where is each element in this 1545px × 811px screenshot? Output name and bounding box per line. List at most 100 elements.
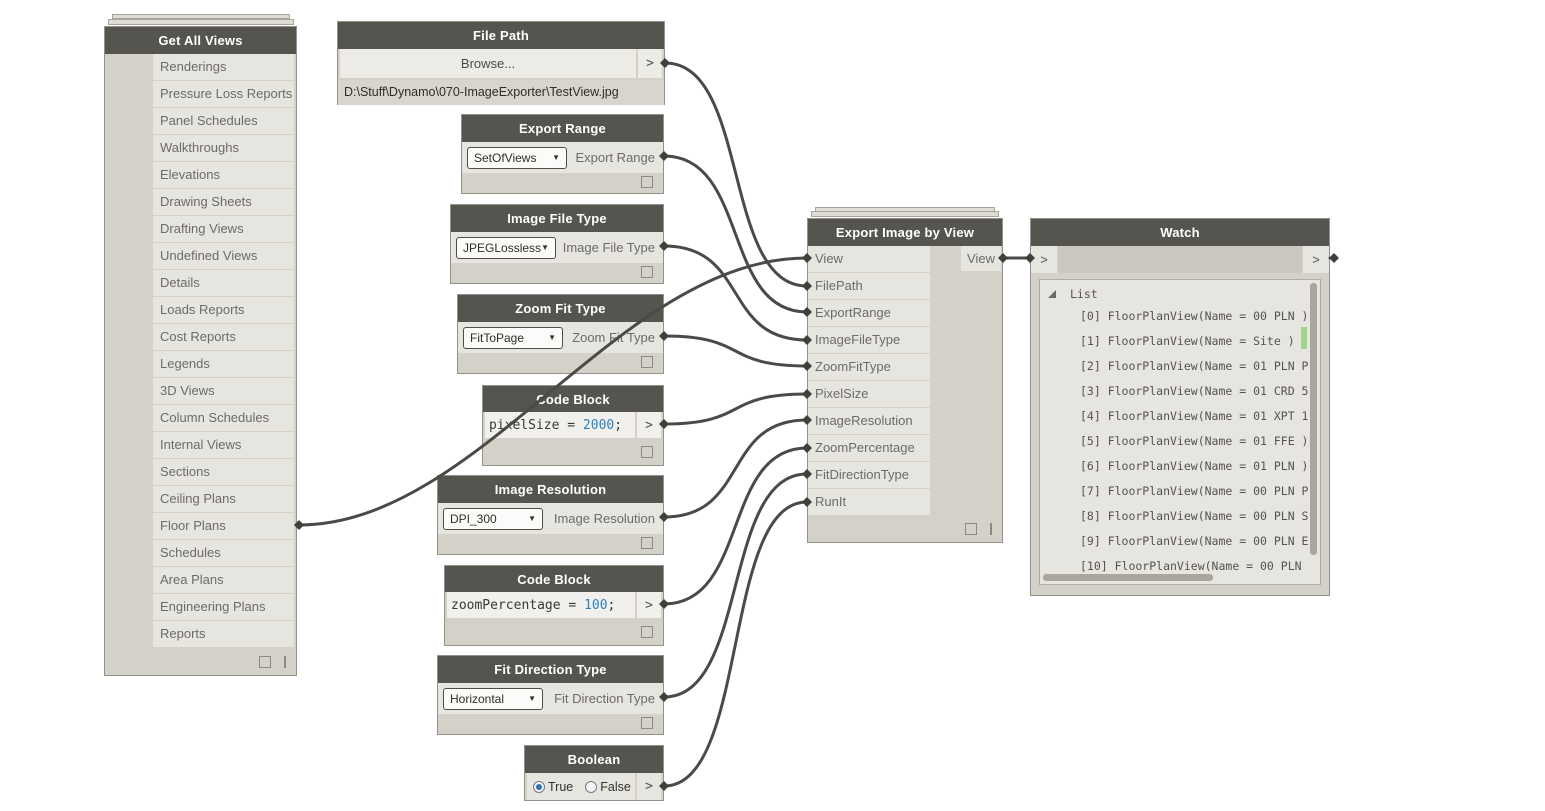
output-port-floor-plans[interactable]: Floor Plans xyxy=(153,513,294,540)
output-port-legends[interactable]: Legends xyxy=(153,351,294,378)
output-port-label[interactable]: Image Resolution xyxy=(553,511,655,526)
input-port-runit[interactable]: RunIt xyxy=(808,489,930,516)
resize-grip-icon[interactable] xyxy=(990,522,992,535)
output-port-ceiling-plans[interactable]: Ceiling Plans xyxy=(153,486,294,513)
output-port-drafting-views[interactable]: Drafting Views xyxy=(153,216,294,243)
preview-toggle-icon[interactable] xyxy=(641,446,653,458)
output-port-reports[interactable]: Reports xyxy=(153,621,294,648)
output-port-column-schedules[interactable]: Column Schedules xyxy=(153,405,294,432)
vertical-scrollbar[interactable] xyxy=(1310,283,1317,555)
output-port-engineering-plans[interactable]: Engineering Plans xyxy=(153,594,294,621)
image-file-type-dropdown[interactable]: JPEGLossless ▼ xyxy=(456,236,556,259)
node-title-bar[interactable]: File Path xyxy=(338,22,664,49)
list-highlight-marker xyxy=(1301,327,1307,349)
input-port-zoomfittype[interactable]: ZoomFitType xyxy=(808,354,930,381)
wire-imageresolution[interactable] xyxy=(659,415,812,522)
node-file-path: File Path Browse... > D:\Stuff\Dynamo\07… xyxy=(337,21,665,105)
browse-button[interactable]: Browse... xyxy=(340,49,636,78)
preview-toggle-icon[interactable] xyxy=(259,655,271,668)
output-port-elevations[interactable]: Elevations xyxy=(153,162,294,189)
file-path-value: D:\Stuff\Dynamo\070-ImageExporter\TestVi… xyxy=(338,80,664,105)
wire-exportrange[interactable] xyxy=(659,151,812,317)
wire-filepath[interactable] xyxy=(660,58,812,291)
resize-grip-icon[interactable] xyxy=(284,655,286,668)
input-port-filepath[interactable]: FilePath xyxy=(808,273,930,300)
preview-toggle-icon[interactable] xyxy=(965,522,977,535)
wire-runit[interactable] xyxy=(659,497,812,791)
node-title-bar[interactable]: Watch xyxy=(1031,219,1329,246)
node-boolean: Boolean True False > xyxy=(524,745,664,801)
input-port[interactable]: > xyxy=(1031,246,1057,273)
node-image-resolution: Image Resolution DPI_300 ▼ Image Resolut… xyxy=(437,475,664,555)
node-title-bar[interactable]: Code Block xyxy=(445,566,663,592)
node-title-bar[interactable]: Fit Direction Type xyxy=(438,656,663,683)
input-port-pixelsize[interactable]: PixelSize xyxy=(808,381,930,408)
node-title-bar[interactable]: Export Range xyxy=(462,115,663,142)
output-port[interactable]: > xyxy=(637,773,661,800)
output-port-view[interactable]: View xyxy=(961,246,1001,272)
preview-toggle-icon[interactable] xyxy=(641,626,653,638)
node-title: Fit Direction Type xyxy=(494,662,607,677)
input-port-zoompercentage[interactable]: ZoomPercentage xyxy=(808,435,930,462)
preview-toggle-icon[interactable] xyxy=(641,717,653,729)
wire-pixelsize[interactable] xyxy=(659,389,812,429)
preview-toggle-icon[interactable] xyxy=(641,176,653,188)
output-port[interactable]: > xyxy=(637,592,661,618)
watch-list-item: [8] FloorPlanView(Name = 00 PLN S xyxy=(1080,509,1309,523)
export-range-dropdown[interactable]: SetOfViews ▼ xyxy=(467,146,567,169)
image-resolution-dropdown[interactable]: DPI_300 ▼ xyxy=(443,507,543,530)
zoom-fit-type-dropdown[interactable]: FitToPage ▼ xyxy=(463,326,563,349)
output-port-drawing-sheets[interactable]: Drawing Sheets xyxy=(153,189,294,216)
watch-list-item: [9] FloorPlanView(Name = 00 PLN E xyxy=(1080,534,1309,548)
input-port-imagefiletype[interactable]: ImageFileType xyxy=(808,327,930,354)
wire-fitdirectiontype[interactable] xyxy=(659,469,812,702)
output-port-schedules[interactable]: Schedules xyxy=(153,540,294,567)
output-port-loads-reports[interactable]: Loads Reports xyxy=(153,297,294,324)
output-port-panel-schedules[interactable]: Panel Schedules xyxy=(153,108,294,135)
output-port[interactable]: > xyxy=(638,49,662,78)
input-port-fitdirectiontype[interactable]: FitDirectionType xyxy=(808,462,930,489)
node-title-bar[interactable]: Image File Type xyxy=(451,205,663,232)
radio-true[interactable]: True xyxy=(533,780,573,794)
expander-triangle-icon[interactable] xyxy=(1048,289,1056,298)
output-port-sections[interactable]: Sections xyxy=(153,459,294,486)
wire-zoomfittype[interactable] xyxy=(659,331,812,371)
dropdown-selected-value: JPEGLossless xyxy=(463,240,542,255)
output-port-label[interactable]: Fit Direction Type xyxy=(554,691,655,706)
output-port-pressure-loss-reports[interactable]: Pressure Loss Reports xyxy=(153,81,294,108)
output-port-label[interactable]: Export Range xyxy=(575,150,656,165)
output-port[interactable]: > xyxy=(1303,246,1329,273)
horizontal-scrollbar[interactable] xyxy=(1043,574,1213,581)
chevron-down-icon: ▼ xyxy=(548,333,556,342)
output-port[interactable]: > xyxy=(637,412,661,438)
output-port-cost-reports[interactable]: Cost Reports xyxy=(153,324,294,351)
input-port-imageresolution[interactable]: ImageResolution xyxy=(808,408,930,435)
preview-toggle-icon[interactable] xyxy=(641,356,653,368)
node-title-bar[interactable]: Boolean xyxy=(525,746,663,773)
preview-toggle-icon[interactable] xyxy=(641,266,653,278)
node-title-bar[interactable]: Export Image by View xyxy=(808,219,1002,246)
output-port-renderings[interactable]: Renderings xyxy=(153,54,294,81)
node-title-bar[interactable]: Image Resolution xyxy=(438,476,663,503)
output-port-area-plans[interactable]: Area Plans xyxy=(153,567,294,594)
node-title-bar[interactable]: Zoom Fit Type xyxy=(458,295,663,322)
node-title: Zoom Fit Type xyxy=(515,301,606,316)
output-port-label[interactable]: Image File Type xyxy=(562,240,655,255)
output-port-3d-views[interactable]: 3D Views xyxy=(153,378,294,405)
node-title-bar[interactable]: Get All Views xyxy=(105,27,296,54)
output-port-undefined-views[interactable]: Undefined Views xyxy=(153,243,294,270)
output-port-walkthroughs[interactable]: Walkthroughs xyxy=(153,135,294,162)
node-zoom-fit-type: Zoom Fit Type FitToPage ▼ Zoom Fit Type xyxy=(457,294,664,374)
preview-toggle-icon[interactable] xyxy=(641,537,653,549)
node-watch: Watch > > List [0] FloorPlanView(Name = … xyxy=(1030,218,1330,596)
fit-direction-type-dropdown[interactable]: Horizontal ▼ xyxy=(443,687,543,710)
input-port-exportrange[interactable]: ExportRange xyxy=(808,300,930,327)
output-port-internal-views[interactable]: Internal Views xyxy=(153,432,294,459)
input-port-view[interactable]: View xyxy=(808,246,930,273)
output-port-details[interactable]: Details xyxy=(153,270,294,297)
radio-false[interactable]: False xyxy=(585,780,631,794)
code-block-editor[interactable]: zoomPercentage = 100; xyxy=(447,592,635,618)
node-title-bar[interactable]: Code Block xyxy=(483,386,663,412)
watch-list-item: [6] FloorPlanView(Name = 01 PLN ) xyxy=(1080,459,1309,473)
